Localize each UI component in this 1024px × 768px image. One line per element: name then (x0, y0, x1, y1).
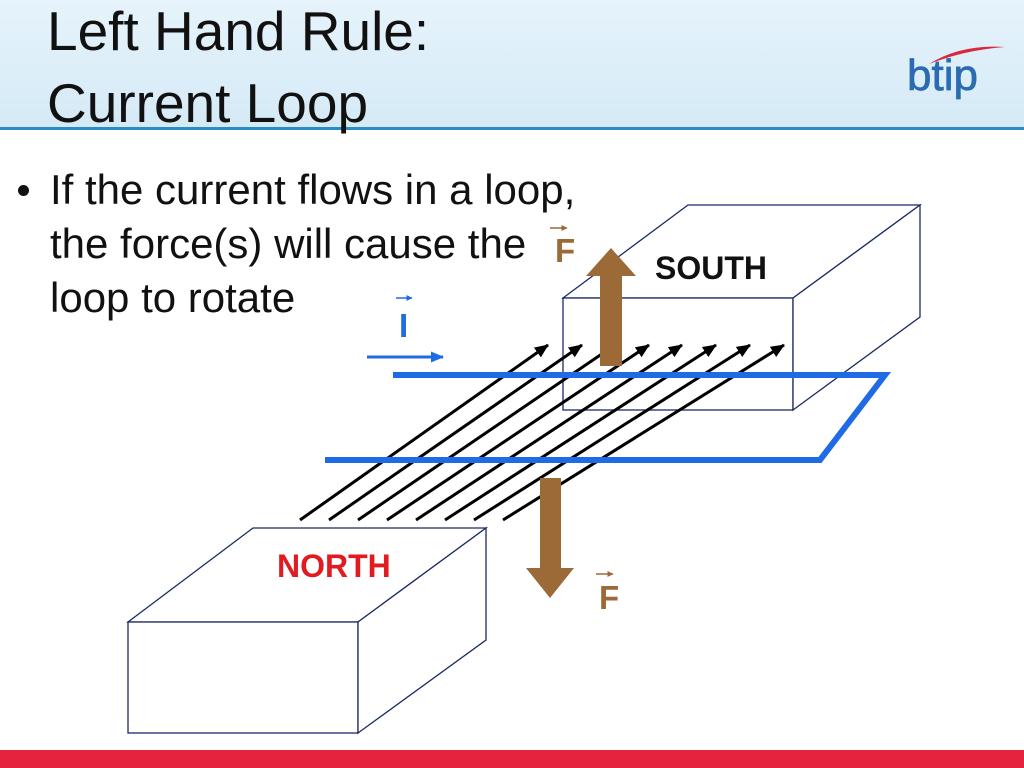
bullet-marker (18, 185, 29, 196)
logo-swoosh-icon (929, 46, 1005, 64)
slide-title-line-1: Left Hand Rule: (47, 0, 430, 62)
bullet-text: If the current flows in a loop, the forc… (50, 163, 575, 325)
slide-title-line-2: Current Loop (47, 72, 369, 134)
footer-bar (0, 750, 1024, 768)
force-label-top: F (555, 232, 575, 269)
force-arrow-up (586, 248, 636, 366)
bullet-text-line: the force(s) will cause the (50, 220, 527, 267)
north-magnet-front-face (127, 621, 359, 734)
force-arrow-down (526, 478, 574, 598)
force-label-bottom: F (599, 579, 619, 616)
bullet-text-line: If the current flows in a loop, (50, 166, 576, 213)
logo-swoosh-shape (929, 46, 1005, 64)
north-magnet (126, 526, 488, 735)
south-magnet-label: SOUTH (655, 250, 767, 286)
north-magnet-side-face (357, 526, 487, 735)
north-magnet-label: NORTH (277, 548, 391, 584)
bullet-text-line: loop to rotate (50, 274, 296, 321)
header-band: Left Hand Rule: Current Loop btip (0, 0, 1024, 134)
current-label: I (399, 307, 408, 344)
south-magnet-front-face (562, 297, 794, 411)
current-loop-wire (325, 372, 892, 463)
